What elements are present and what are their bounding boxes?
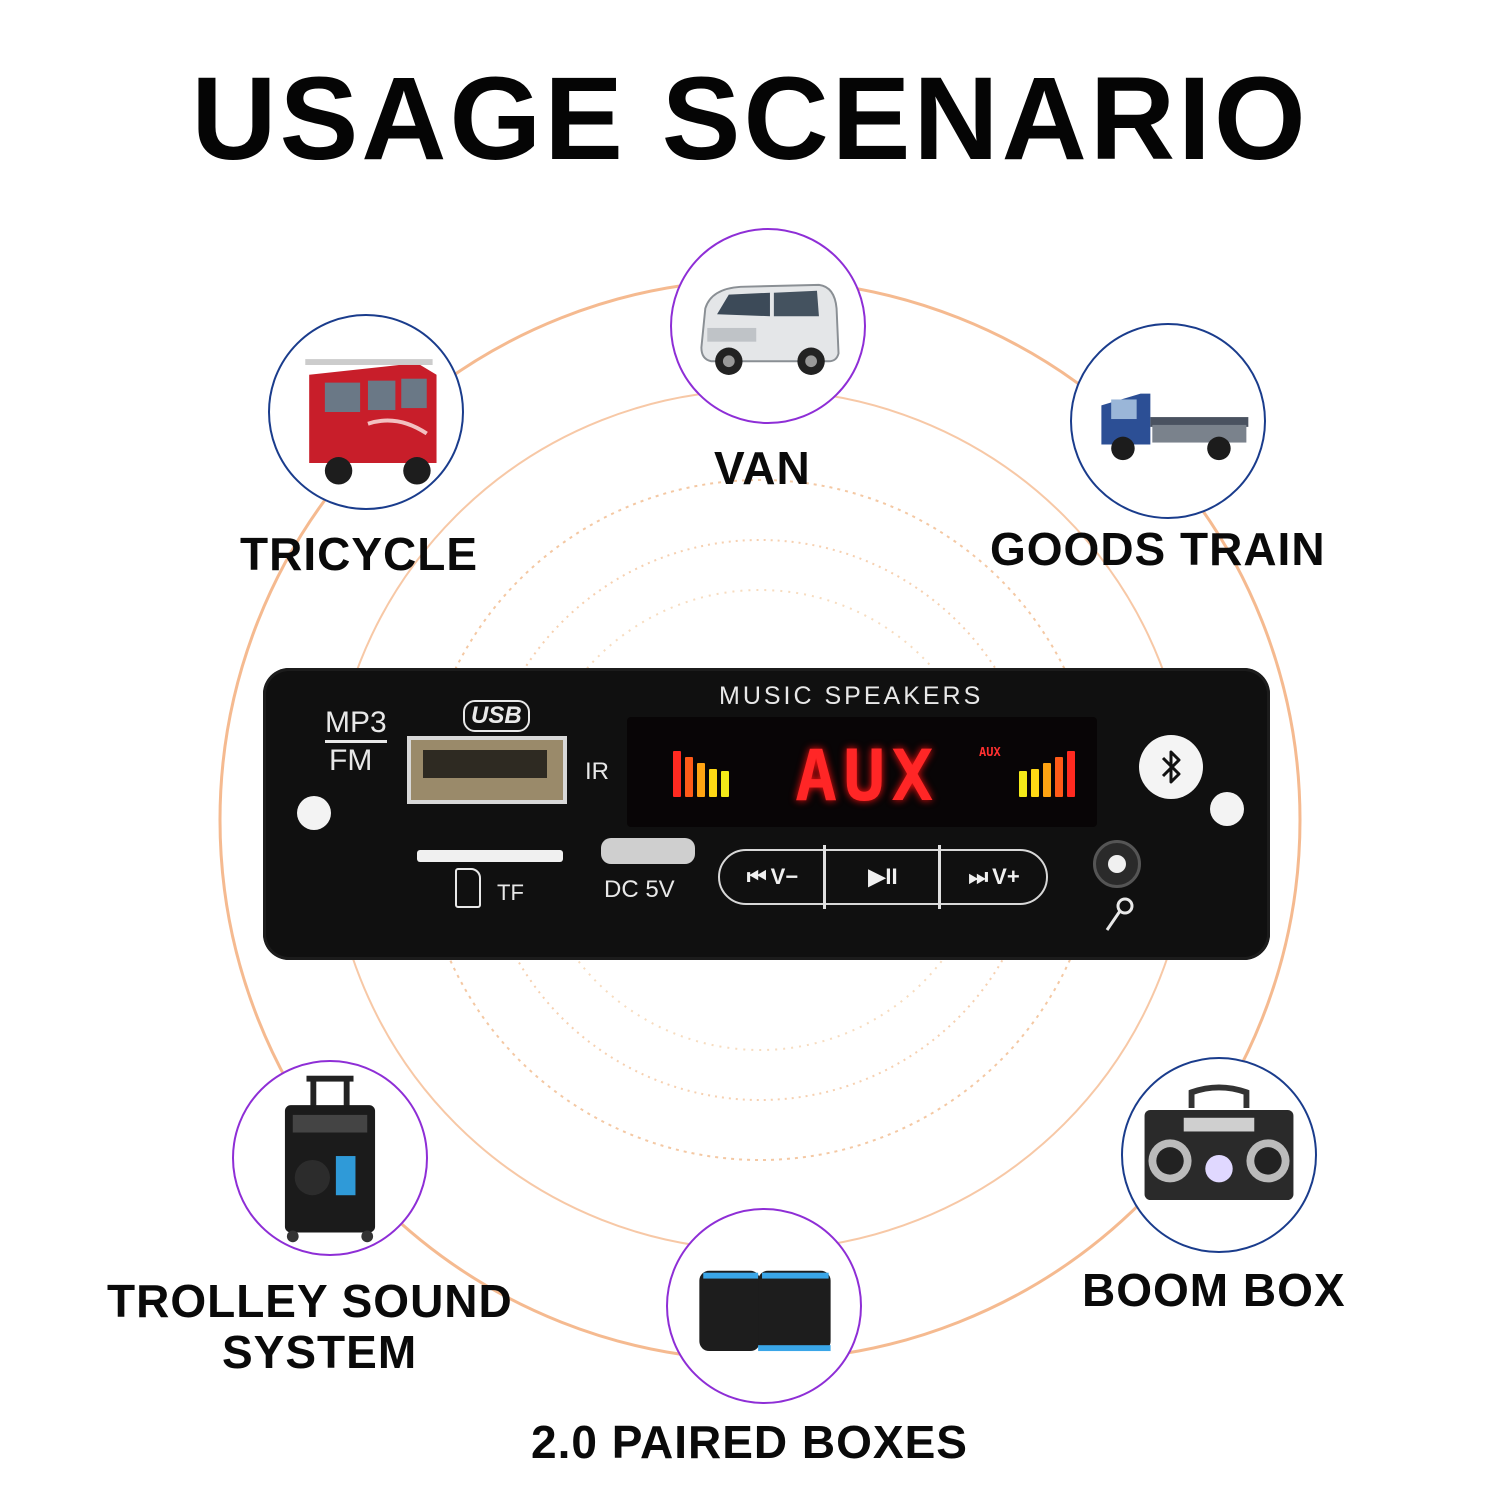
volume-down-label: V− — [770, 864, 799, 889]
aux-jack[interactable] — [1093, 840, 1141, 888]
mode-mp3-label: MP3 — [325, 706, 387, 743]
level-bar — [1031, 769, 1039, 797]
usb-port[interactable] — [407, 736, 567, 804]
mount-hole-left — [297, 796, 331, 830]
van-label: VAN — [714, 442, 811, 494]
level-bar — [1043, 763, 1051, 797]
paired-boxes-label: 2.0 PAIRED BOXES — [531, 1416, 968, 1468]
trolley-label-line2: SYSTEM — [222, 1326, 418, 1378]
micro-usb-port[interactable] — [601, 838, 695, 864]
paired-speakers-icon — [699, 1270, 831, 1352]
sd-card-icon — [455, 868, 481, 908]
microphone-icon — [1105, 897, 1134, 931]
tf-label: TF — [497, 880, 524, 905]
volume-up-label: V+ — [992, 864, 1020, 889]
bluetooth-icon — [1161, 750, 1181, 784]
goods-train-label: GOODS TRAIN — [990, 523, 1326, 575]
trolley-label-line1: TROLLEY SOUND — [107, 1275, 513, 1327]
level-bar — [1019, 771, 1027, 797]
control-buttons: ⏮ V− ▶II ⏭ V+ — [718, 845, 1048, 909]
button-divider — [938, 845, 941, 909]
level-bar — [685, 757, 693, 797]
tricycle-label: TRICYCLE — [240, 528, 478, 580]
goods-train-scene — [1070, 323, 1266, 519]
prev-volume-down-button[interactable]: ⏮ V− — [720, 851, 825, 903]
next-icon: ⏭ — [968, 864, 989, 889]
level-bar — [1067, 751, 1075, 797]
button-divider — [823, 845, 826, 909]
tricycle-icon — [305, 359, 437, 485]
paired-boxes-scene — [666, 1208, 862, 1404]
boom-box-label: BOOM BOX — [1082, 1264, 1346, 1316]
trolley-scene — [232, 1060, 428, 1256]
level-bar — [697, 763, 705, 797]
mp3-decoder-panel: MP3 FM USB IR TF DC 5V MUSIC SPEAKERS AU… — [263, 668, 1270, 960]
trolley-speaker-icon — [284, 1075, 376, 1243]
van-scene — [670, 228, 866, 424]
play-pause-button[interactable]: ▶II — [828, 851, 938, 903]
tricycle-scene — [268, 314, 464, 510]
level-bar — [709, 769, 717, 797]
next-volume-up-button[interactable]: ⏭ V+ — [942, 851, 1046, 903]
display-small-text: AUX — [979, 745, 1001, 759]
dc-5v-label: DC 5V — [604, 876, 675, 903]
usb-label: USB — [463, 700, 530, 732]
page-title: USAGE SCENARIO — [191, 53, 1309, 185]
boom-box-scene — [1121, 1057, 1317, 1253]
bluetooth-badge — [1139, 735, 1203, 799]
boombox-icon — [1144, 1084, 1294, 1201]
level-bar — [673, 751, 681, 797]
display-main-text: AUX — [795, 735, 940, 817]
truck-icon — [1101, 393, 1249, 461]
play-pause-icon: ▶II — [868, 864, 898, 889]
van-icon — [700, 283, 840, 375]
mode-fm-label: FM — [329, 744, 373, 777]
level-bar — [721, 771, 729, 797]
prev-icon: ⏮ — [746, 864, 767, 889]
led-display: AUX AUX — [627, 717, 1097, 827]
music-speakers-label: MUSIC SPEAKERS — [719, 682, 984, 710]
mount-hole-right — [1210, 792, 1244, 826]
tf-card-slot[interactable] — [417, 850, 563, 862]
ir-label: IR — [585, 758, 609, 785]
level-bar — [1055, 757, 1063, 797]
